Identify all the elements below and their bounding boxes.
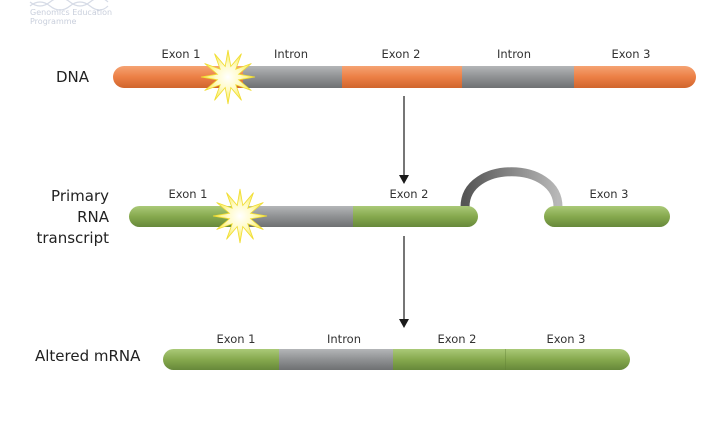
mrna-intron-label: Intron bbox=[327, 332, 361, 346]
primary-rna-label-line-3: transcript bbox=[36, 229, 109, 247]
arrow-head-icon bbox=[399, 175, 409, 184]
spliced-intron-loop bbox=[460, 167, 563, 208]
rna-exon-2-label: Exon 2 bbox=[389, 187, 428, 201]
mrna-exon-3-segment bbox=[506, 349, 630, 370]
dna-exon-3-label: Exon 3 bbox=[611, 47, 650, 61]
dna-exon-2-label: Exon 2 bbox=[381, 47, 420, 61]
mrna-exon-1-segment bbox=[163, 349, 279, 370]
altered-mrna-label: Altered mRNA bbox=[35, 347, 141, 365]
dna-mutation-star-icon bbox=[200, 49, 256, 105]
arrow-rna-to-mrna bbox=[399, 236, 409, 328]
rna-exon-1-segment bbox=[129, 206, 249, 227]
dna-helix-logo-icon bbox=[29, 0, 109, 11]
dna-intron-2-segment bbox=[462, 66, 574, 88]
rna-exon-1-label: Exon 1 bbox=[168, 187, 207, 201]
mrna-exon-1-label: Exon 1 bbox=[216, 332, 255, 346]
logo-line-1: Genomics Education bbox=[30, 8, 112, 17]
dna-row-label: DNA bbox=[56, 68, 90, 86]
dna-exon-1-segment bbox=[113, 66, 243, 88]
dna-intron-1-segment bbox=[243, 66, 342, 88]
altered-mrna-strand bbox=[163, 349, 630, 370]
mrna-exon-3-label: Exon 3 bbox=[546, 332, 585, 346]
dna-intron-2-label: Intron bbox=[497, 47, 531, 61]
rna-mutation-star-icon bbox=[212, 188, 268, 244]
dna-exon-1-label: Exon 1 bbox=[161, 47, 200, 61]
dna-strand bbox=[113, 66, 696, 88]
primary-rna-label-line-2: RNA bbox=[77, 208, 110, 226]
logo-line-2: Programme bbox=[30, 17, 77, 26]
logo: Genomics Education Programme bbox=[29, 0, 112, 26]
arrow-head-icon bbox=[399, 319, 409, 328]
mrna-intron-segment bbox=[279, 349, 393, 370]
dna-exon-2-segment bbox=[342, 66, 462, 88]
rna-exon-2-segment bbox=[353, 206, 478, 227]
primary-rna-strand-left bbox=[129, 206, 478, 227]
dna-exon-3-segment bbox=[574, 66, 696, 88]
rna-exon-3-label: Exon 3 bbox=[589, 187, 628, 201]
arrow-dna-to-rna bbox=[399, 96, 409, 184]
mrna-exon-2-segment bbox=[393, 349, 506, 370]
primary-rna-label-line-1: Primary bbox=[51, 187, 109, 205]
rna-intron-1-segment bbox=[249, 206, 353, 227]
mrna-exon-2-label: Exon 2 bbox=[437, 332, 476, 346]
dna-intron-1-label: Intron bbox=[274, 47, 308, 61]
rna-exon-3-segment bbox=[544, 206, 670, 227]
